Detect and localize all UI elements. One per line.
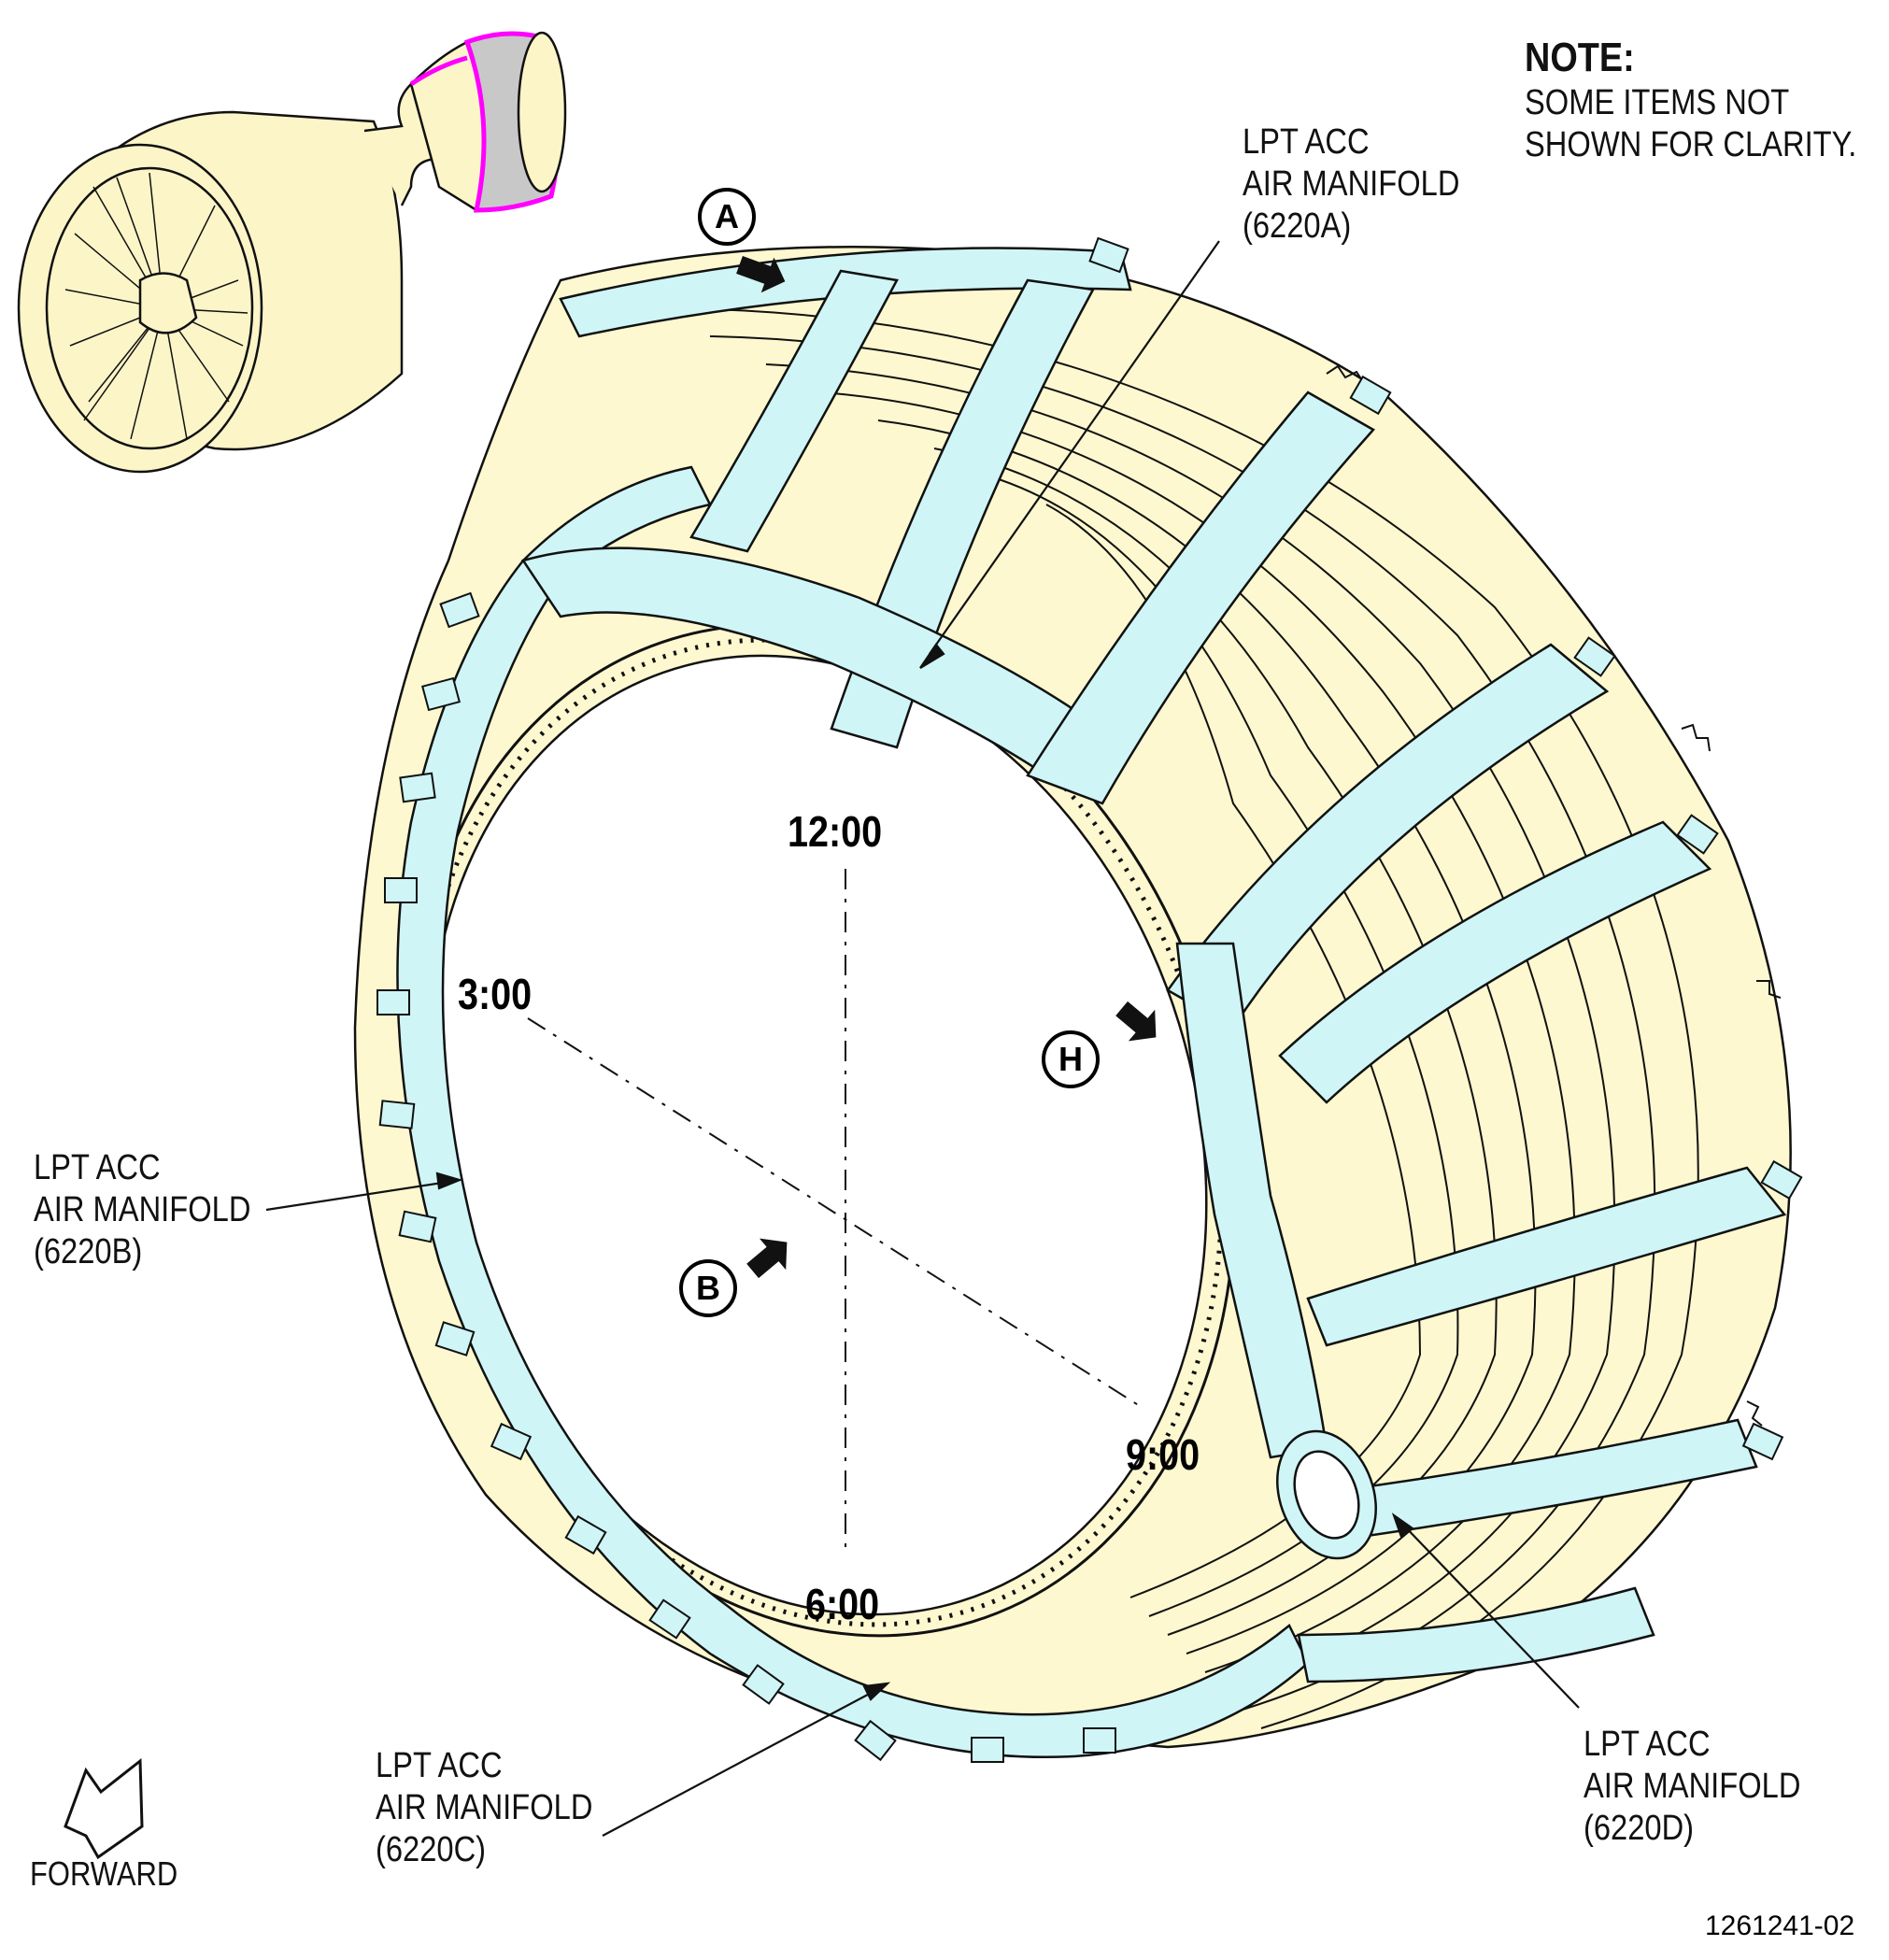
view-arrows: [736, 256, 1157, 1279]
view-b-marker: B: [679, 1259, 737, 1317]
3-9-axis-line: [527, 1017, 1141, 1407]
manifold-bands: [521, 247, 1787, 1683]
clock-diameter-lines: [527, 869, 1141, 1551]
callout-6220d-line-1: LPT ACC: [1584, 1725, 1711, 1764]
view-h-marker: H: [1042, 1030, 1100, 1088]
leader-6220a-arrowhead: [919, 643, 945, 669]
clock-9: 9:00: [1126, 1430, 1200, 1479]
note-line-2: SHOWN FOR CLARITY.: [1525, 125, 1857, 164]
leader-6220b: [265, 1180, 449, 1212]
leader-6220a: [929, 240, 1220, 655]
view-a-arrow-icon: [736, 256, 786, 293]
clock-12: 12:00: [788, 807, 883, 856]
callout-6220a-line-1: LPT ACC: [1243, 122, 1370, 162]
callout-6220a-line-3: (6220A): [1243, 206, 1352, 246]
callout-6220c-line-1: LPT ACC: [376, 1746, 503, 1785]
callout-6220c-line-2: AIR MANIFOLD: [376, 1788, 593, 1827]
figure-number: 1261241-02: [1705, 1910, 1855, 1941]
forward-label: FORWARD: [30, 1854, 178, 1893]
callout-6220d-line-2: AIR MANIFOLD: [1584, 1767, 1801, 1806]
leader-6220b-arrowhead: [435, 1172, 463, 1190]
leader-6220d-arrowhead: [1391, 1513, 1414, 1539]
callout-6220a-line-2: AIR MANIFOLD: [1243, 164, 1460, 204]
callout-6220b-line-1: LPT ACC: [34, 1148, 161, 1187]
callout-6220c-line-3: (6220C): [376, 1830, 487, 1869]
mounting-brackets: [376, 236, 1803, 1763]
leader-6220c: [602, 1688, 879, 1837]
leader-lines: [265, 240, 1580, 1837]
engine-locator-thumbnail: [17, 31, 567, 474]
forward-arrow-icon: [64, 1757, 144, 1860]
callout-6220b-line-2: AIR MANIFOLD: [34, 1190, 251, 1229]
clock-6: 6:00: [805, 1580, 880, 1628]
view-a-marker: A: [698, 188, 756, 246]
clock-3: 3:00: [458, 970, 533, 1018]
leader-6220c-arrowhead: [862, 1682, 891, 1701]
callout-6220d-line-3: (6220D): [1584, 1809, 1695, 1848]
callout-6220b-line-3: (6220B): [34, 1232, 143, 1271]
note-heading: NOTE:: [1525, 35, 1635, 80]
leader-6220d: [1400, 1522, 1580, 1709]
view-h-arrow-icon: [1115, 1001, 1157, 1042]
view-b-arrow-icon: [746, 1238, 788, 1279]
note-line-1: SOME ITEMS NOT: [1525, 83, 1790, 122]
